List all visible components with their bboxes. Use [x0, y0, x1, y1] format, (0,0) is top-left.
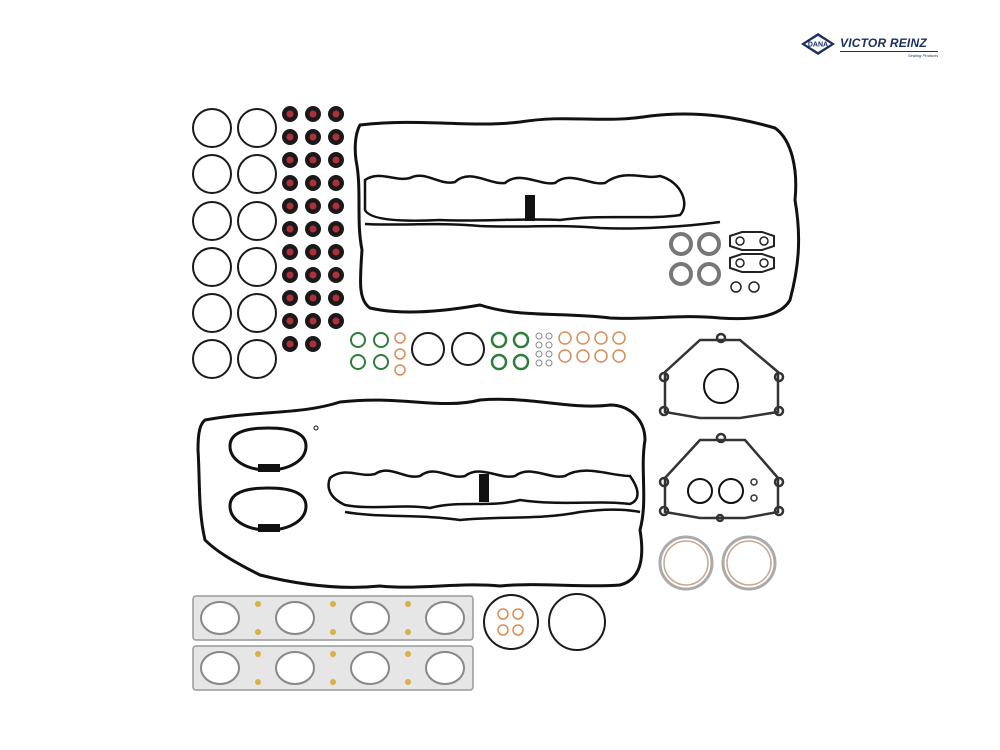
logo-tagline: Sealing Products [908, 53, 939, 58]
small-seals-right [669, 231, 775, 293]
dana-diamond-icon: DANA [801, 33, 835, 55]
exhaust-manifold-gaskets [192, 595, 474, 691]
upper-valve-cover-gasket [353, 112, 801, 321]
valve-stem-seals [282, 106, 344, 352]
turbo-flange-gaskets [658, 332, 785, 523]
exhaust-rings [658, 535, 777, 591]
bottom-o-rings [483, 593, 606, 651]
logo-badge: DANA [808, 42, 828, 49]
victor-reinz-logo: DANA VICTOR REINZ Sealing Products [800, 32, 950, 62]
logo-brand: VICTOR REINZ [840, 36, 927, 50]
logo-rule [840, 51, 938, 52]
middle-o-rings [350, 331, 626, 376]
large-o-rings [192, 108, 277, 379]
lower-valve-cover-gasket [196, 397, 647, 589]
